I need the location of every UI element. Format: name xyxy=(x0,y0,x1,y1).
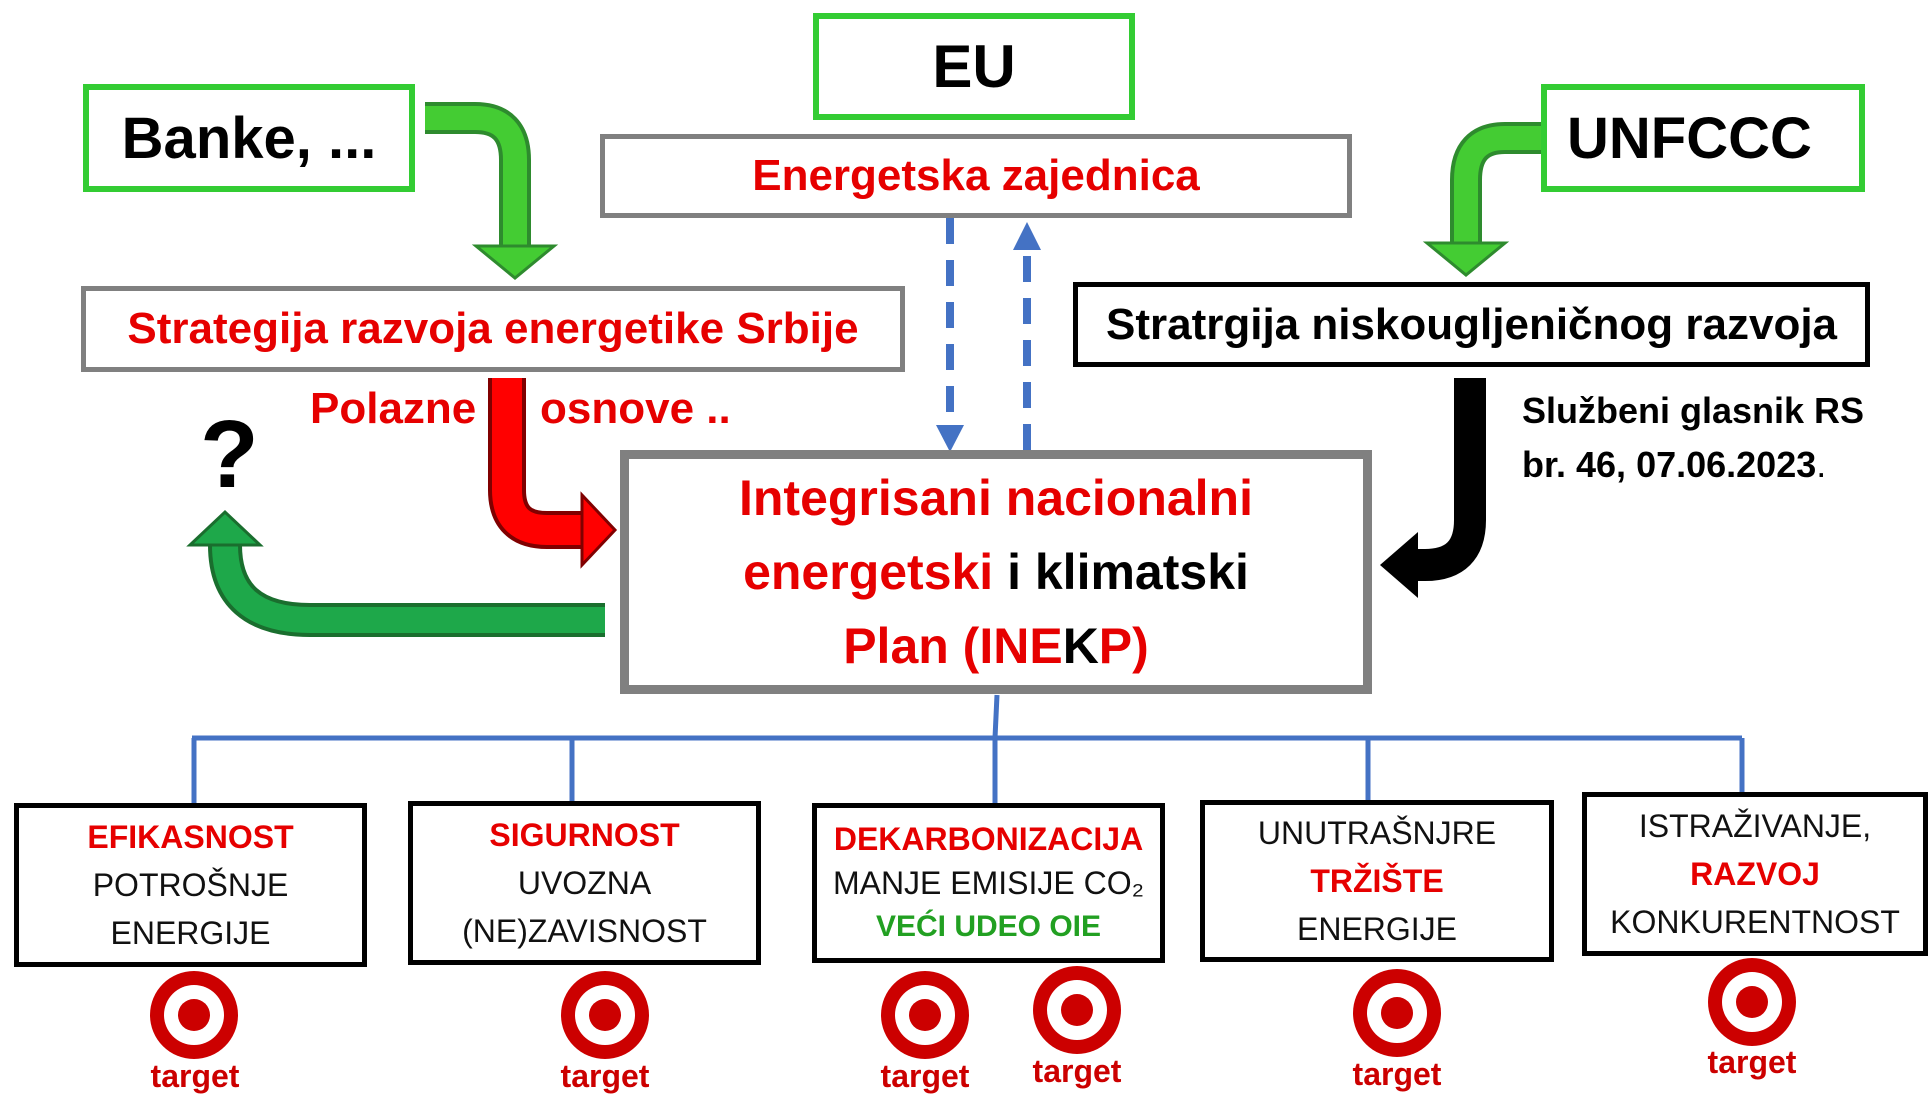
target-icon xyxy=(881,971,969,1059)
red-arrow xyxy=(488,378,618,569)
dashed-arrow-up xyxy=(1013,222,1041,450)
pillar-sigurnost: SIGURNOST UVOZNA (NE)ZAVISNOST xyxy=(408,801,761,965)
inekp-line3-b: P) xyxy=(1098,618,1149,674)
glasnik-text: Službeni glasnik RS br. 46, 07.06.2023. xyxy=(1522,384,1864,492)
strategija-srbije-label: Strategija razvoja energetike Srbije xyxy=(127,304,859,353)
tree-lines xyxy=(191,694,1745,803)
target-label: target xyxy=(880,1058,970,1094)
black-arrow xyxy=(1380,378,1486,598)
banke-box: Banke, ... xyxy=(83,84,415,192)
polazne-label: Polazne xyxy=(310,384,477,433)
unfccc-label: UNFCCC xyxy=(1567,105,1812,171)
glasnik-line1: Službeni glasnik RS xyxy=(1522,390,1865,431)
pillar-razvoj: ISTRAŽIVANJE, RAZVOJ KONKURENTNOST xyxy=(1582,792,1928,956)
pillar-dekarbonizacija-title: DEKARBONIZACIJA xyxy=(833,821,1144,857)
target-label: target xyxy=(150,1058,240,1094)
pillar-sigurnost-line2: UVOZNA xyxy=(517,865,652,901)
pillar-efikasnost-line2: POTROŠNJE xyxy=(92,867,289,903)
glasnik-line2-text: br. 46, 07.06.2023 xyxy=(1522,444,1817,485)
glasnik-line2: br. 46, 07.06.2023. xyxy=(1522,438,1864,492)
pillar-sigurnost-title: SIGURNOST xyxy=(489,817,680,853)
target-label: target xyxy=(1707,1044,1797,1080)
target-icon xyxy=(1353,969,1441,1057)
inekp-box: Integrisani nacionalni energetski i klim… xyxy=(620,450,1372,694)
strategija-nisko-box: Stratrgija niskougljeničnog razvoja xyxy=(1073,282,1870,367)
target-icon xyxy=(1708,958,1796,1046)
unfccc-box: UNFCCC xyxy=(1541,84,1865,192)
pillar-trziste-line3: ENERGIJE xyxy=(1296,911,1458,947)
target-label: target xyxy=(1032,1053,1122,1089)
pillar-efikasnost-line3: ENERGIJE xyxy=(110,915,271,951)
pillar-razvoj-title: RAZVOJ xyxy=(1690,856,1820,892)
green-arrow-question xyxy=(186,509,605,637)
target-label: target xyxy=(560,1058,650,1094)
pillar-efikasnost: EFIKASNOST POTROŠNJE ENERGIJE xyxy=(14,803,367,967)
question-mark: ? xyxy=(200,401,259,508)
pillar-trziste: UNUTRAŠNJRE TRŽIŠTE ENERGIJE xyxy=(1200,800,1554,962)
target-icon xyxy=(1033,966,1121,1054)
inekp-line3: Plan (INEKP) xyxy=(843,609,1149,683)
energetska-zajednica-label: Energetska zajednica xyxy=(752,151,1200,200)
inekp-line2-black: i klimatski xyxy=(993,544,1249,600)
inekp-line2-red: energetski xyxy=(743,544,994,600)
glasnik-dot: . xyxy=(1816,444,1827,485)
strategija-srbije-box: Strategija razvoja energetike Srbije xyxy=(81,286,905,372)
pillar-trziste-line1: UNUTRAŠNJRE xyxy=(1257,815,1497,851)
pillar-razvoj-line3: KONKURENTNOST xyxy=(1610,904,1900,940)
target-icon xyxy=(561,971,649,1059)
pillar-dekarbonizacija: DEKARBONIZACIJA MANJE EMISIJE CO₂ VEĆI U… xyxy=(812,803,1165,963)
inekp-line2: energetski i klimatski xyxy=(743,535,1249,609)
pillar-efikasnost-title: EFIKASNOST xyxy=(87,819,294,855)
pillar-dekarbonizacija-line2: MANJE EMISIJE CO₂ xyxy=(832,865,1145,901)
pillar-dekarbonizacija-green: VEĆI UDEO OIE xyxy=(875,910,1102,943)
eu-label: EU xyxy=(932,33,1016,100)
green-arrow-banke xyxy=(425,102,559,280)
pillar-trziste-title: TRŽIŠTE xyxy=(1310,863,1444,899)
osnove-label: osnove .. xyxy=(540,384,731,433)
inekp-line3-a: Plan (INE xyxy=(843,618,1063,674)
banke-label: Banke, ... xyxy=(121,105,377,171)
dashed-arrow-down xyxy=(936,218,964,452)
pillar-razvoj-line1: ISTRAŽIVANJE, xyxy=(1638,808,1872,844)
energetska-zajednica-box: Energetska zajednica xyxy=(600,134,1352,218)
green-arrow-unfccc xyxy=(1422,122,1545,277)
target-icon xyxy=(150,971,238,1059)
pillar-sigurnost-line3: (NE)ZAVISNOST xyxy=(462,913,707,949)
inekp-line1: Integrisani nacionalni xyxy=(739,470,1253,526)
eu-box: EU xyxy=(813,13,1135,120)
inekp-line3-k: K xyxy=(1062,618,1099,674)
target-label: target xyxy=(1352,1056,1442,1092)
strategija-nisko-label: Stratrgija niskougljeničnog razvoja xyxy=(1105,299,1838,349)
